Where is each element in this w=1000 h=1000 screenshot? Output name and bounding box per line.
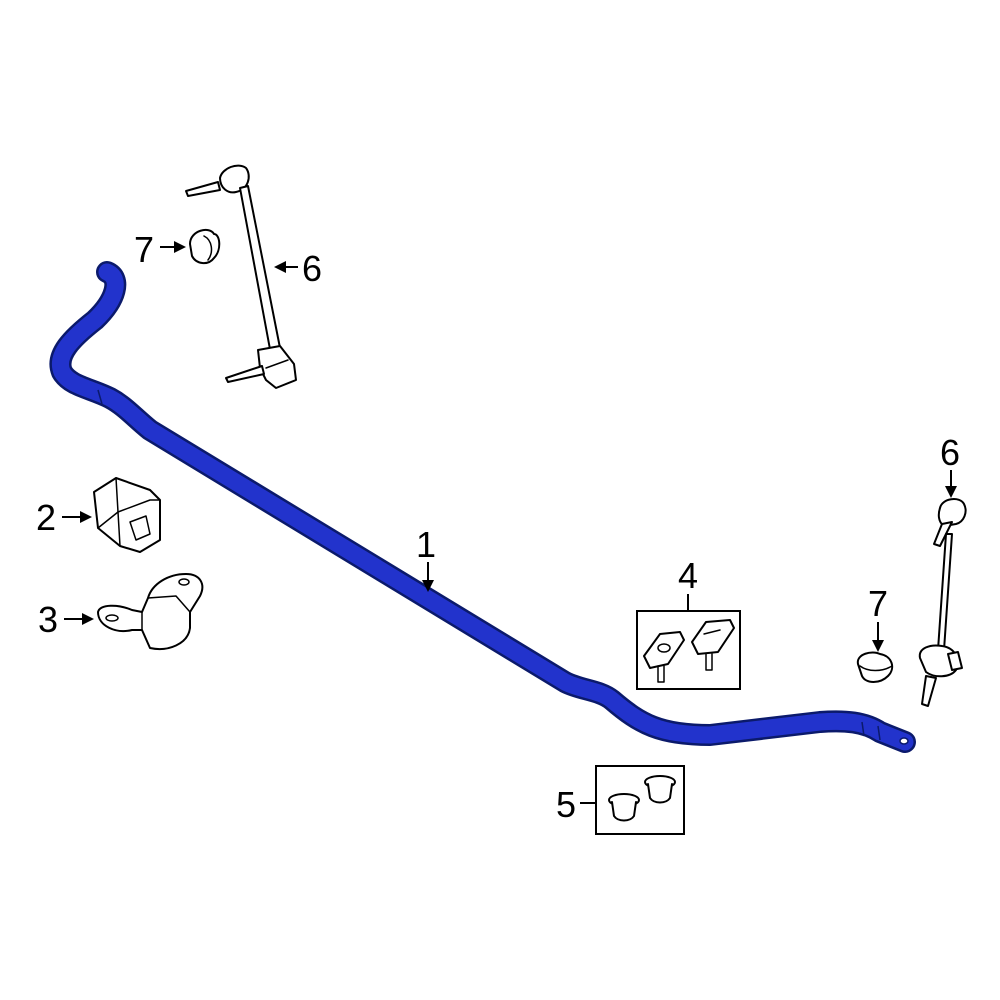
callout-1: 1 [416,524,436,592]
callout-2: 2 [36,497,92,538]
callout-label: 7 [868,583,888,624]
callout-7-left: 7 [134,229,186,270]
callout-label: 6 [302,248,322,289]
insulator-set[interactable] [595,765,685,835]
callout-7-right: 7 [868,583,888,652]
callout-label: 1 [416,524,436,565]
stabilizer-link-right[interactable] [918,498,967,707]
callout-label: 4 [678,555,698,596]
bushing[interactable] [93,477,161,553]
cap-left[interactable] [189,228,221,264]
stabilizer-link-left[interactable] [185,164,297,389]
bracket[interactable] [97,573,204,650]
callout-4: 4 [678,555,698,611]
callout-label: 7 [134,229,154,270]
callout-3: 3 [38,599,94,640]
callout-label: 2 [36,497,56,538]
callout-6-left: 6 [274,248,322,289]
link-bushing-set[interactable] [636,610,741,690]
cap-right[interactable] [856,651,894,683]
stabilizer-bar[interactable] [49,261,916,753]
callout-label: 3 [38,599,58,640]
callout-label: 5 [556,784,576,825]
callout-label: 6 [940,432,960,473]
callout-6-right: 6 [940,432,960,498]
callout-5: 5 [556,784,596,825]
